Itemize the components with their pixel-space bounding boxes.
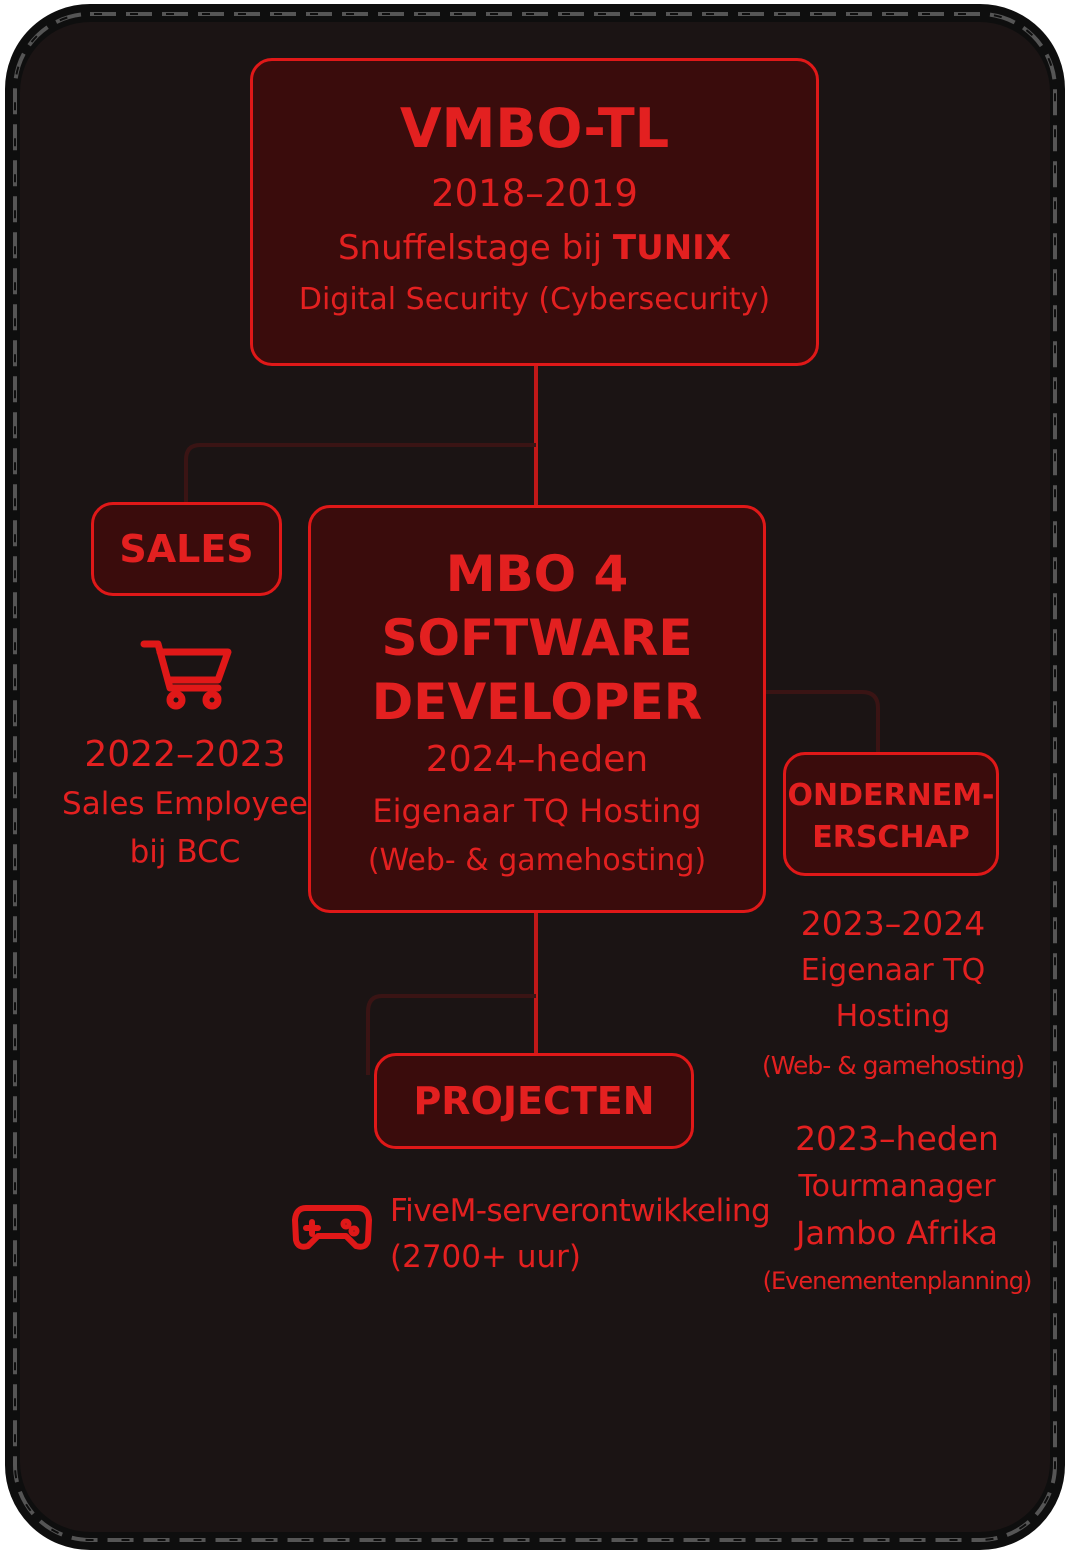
mbo-line2: (Web- & gamehosting) <box>367 843 707 878</box>
projecten-line2: (2700+ uur) <box>390 1239 581 1275</box>
vmbo-line2: Digital Security (Cybersecurity) <box>298 282 771 317</box>
mbo-title-1: MBO 4 <box>445 545 629 603</box>
sales-years: 2022–2023 <box>84 734 286 775</box>
shopping-cart-icon <box>140 640 232 710</box>
onder-entry1-line3: (Web- & gamehosting) <box>762 1051 1025 1080</box>
projecten-label: PROJECTEN <box>413 1079 655 1123</box>
ondernemerschap-label-2: ERSCHAP <box>812 820 970 855</box>
vmbo-company: TUNIX <box>612 228 732 268</box>
mbo-title-3: DEVELOPER <box>371 673 703 731</box>
gamepad-icon <box>292 1205 372 1250</box>
mbo-card: MBO 4 SOFTWARE DEVELOPER 2024–heden Eige… <box>308 505 766 913</box>
vmbo-title: VMBO-TL <box>399 97 670 160</box>
sales-label-box: SALES <box>91 502 282 596</box>
sales-line2: bij BCC <box>129 834 241 870</box>
onder-entry2-line2: Jambo Afrika <box>796 1214 998 1252</box>
ondernemerschap-label-box: ONDERNEM- ERSCHAP <box>783 752 999 876</box>
vmbo-years: 2018–2019 <box>431 172 638 215</box>
ondernemerschap-entry-1: 2023–2024 Eigenaar TQ Hosting (Web- & ga… <box>752 900 1034 1092</box>
vmbo-card: VMBO-TL 2018–2019 Snuffelstage bij TUNIX… <box>250 58 819 366</box>
projecten-line1: FiveM-serverontwikkeling <box>390 1193 771 1229</box>
onder-entry2-years: 2023–heden <box>795 1119 999 1158</box>
mbo-title-2: SOFTWARE <box>381 609 693 667</box>
mbo-line1: Eigenaar TQ Hosting <box>372 792 702 830</box>
vmbo-line1: Snuffelstage bij TUNIX <box>337 228 732 268</box>
onder-entry1-years: 2023–2024 <box>800 904 986 943</box>
onder-entry1-line2: Hosting <box>835 999 951 1034</box>
onder-entry2-line3: (Evenementenplanning) <box>762 1267 1033 1295</box>
onder-entry2-line1: Tourmanager <box>798 1169 996 1204</box>
onder-entry1-line1: Eigenaar TQ <box>800 953 986 988</box>
projecten-entry: FiveM-serverontwikkeling (2700+ uur) <box>390 1188 782 1280</box>
projecten-label-box: PROJECTEN <box>374 1053 694 1149</box>
sales-entry: 2022–2023 Sales Employee bij BCC <box>50 730 320 876</box>
sales-line1: Sales Employee <box>62 786 308 822</box>
ondernemerschap-entry-2: 2023–heden Tourmanager Jambo Afrika (Eve… <box>752 1114 1042 1306</box>
mbo-years: 2024–heden <box>425 739 649 780</box>
sales-label: SALES <box>119 527 254 571</box>
connector-lines <box>184 365 880 1075</box>
ondernemerschap-label-1: ONDERNEM- <box>787 778 995 813</box>
